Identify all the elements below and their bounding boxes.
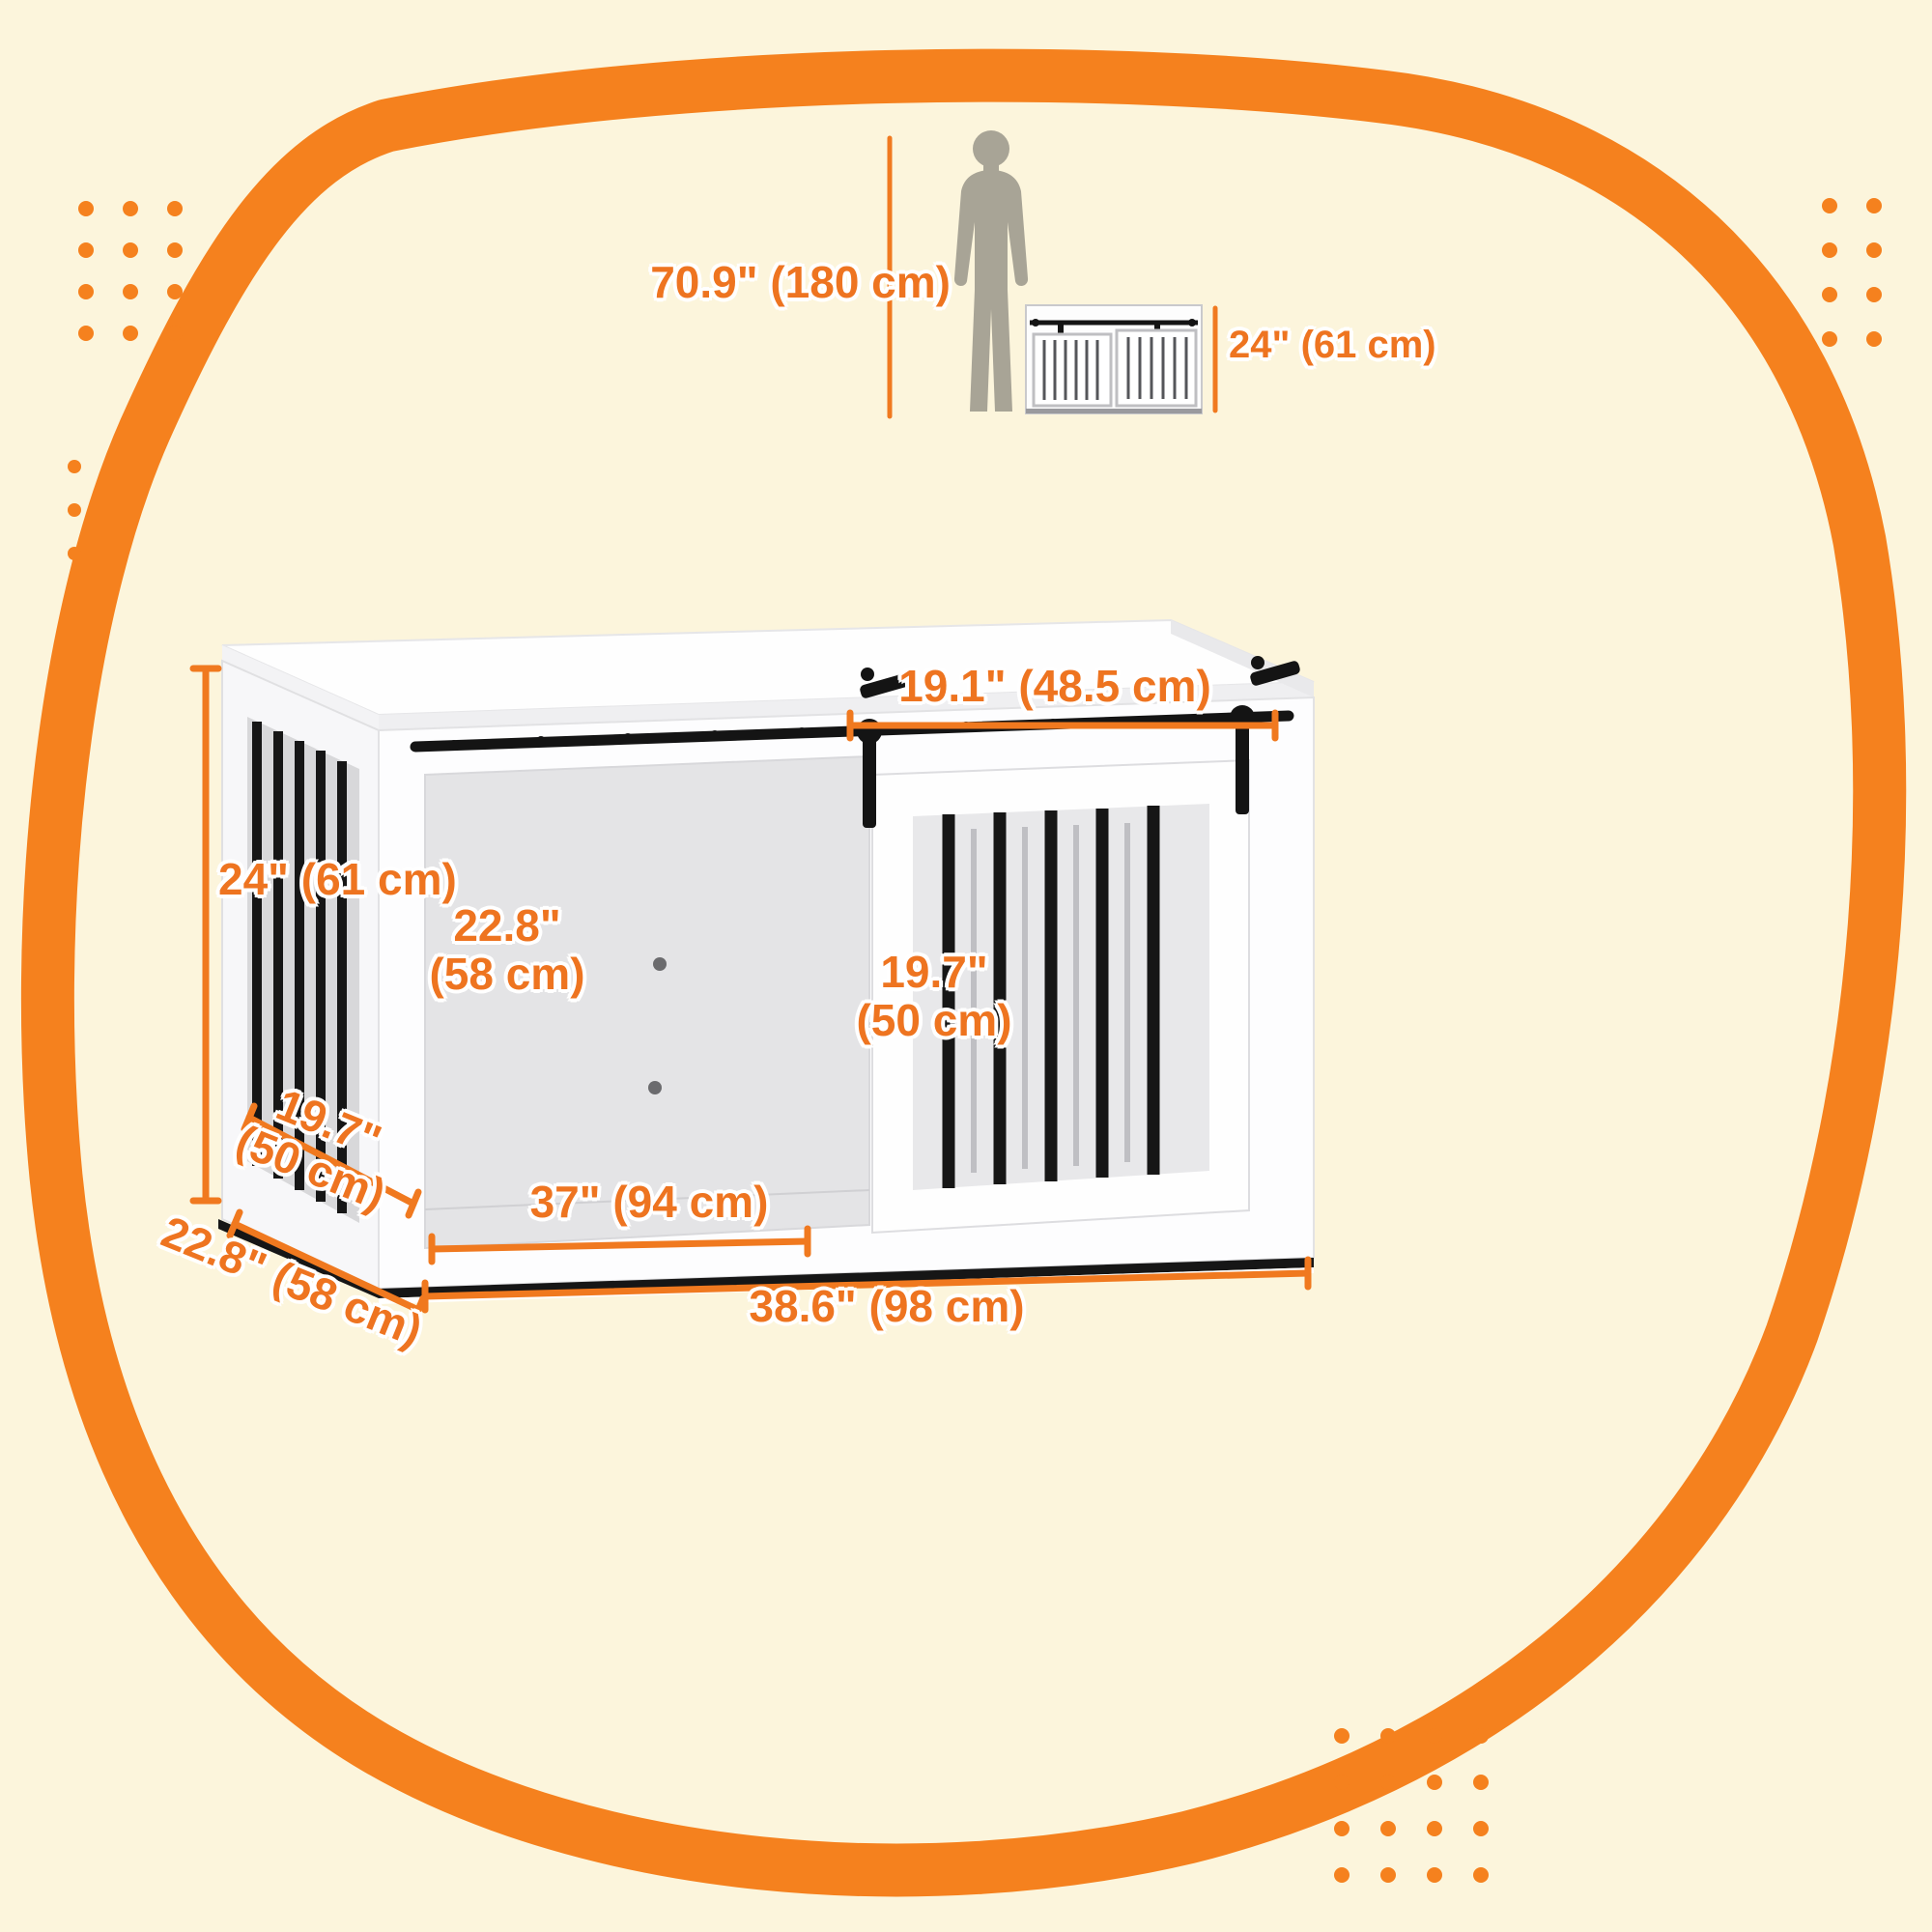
overall-depth-line — [226, 1208, 427, 1325]
interior-width-label: 37" (94 cm) — [529, 1177, 769, 1227]
sliding-door — [871, 758, 1250, 1235]
crate-thumbnail-icon — [1025, 304, 1203, 414]
door-height-label: 19.7" (50 cm) — [833, 947, 1036, 1045]
interior-height-cm: (58 cm) — [429, 948, 585, 999]
door-height-cm: (50 cm) — [856, 994, 1012, 1045]
door-bars — [942, 806, 1160, 1188]
rail-brackets — [860, 656, 1300, 698]
overall-width-label: 38.6" (98 cm) — [749, 1281, 1025, 1331]
left-side-bars — [252, 722, 347, 1213]
door-back-bars — [971, 823, 1130, 1173]
overall-height-line — [189, 665, 222, 1205]
left-base-strip — [218, 1219, 379, 1298]
person-silhouette-icon — [953, 130, 1029, 412]
door-width-label: 19.1" (48.5 cm) — [898, 661, 1211, 711]
person-height-label: 70.9" (180 cm) — [650, 257, 951, 307]
back-wall-hole — [648, 1081, 662, 1094]
dog-crate-illustration — [218, 618, 1315, 1304]
thumbnail-height-label: 24" (61 cm) — [1229, 324, 1436, 366]
interior-height-label: 22.8" (58 cm) — [406, 900, 609, 999]
dot-grid-top-right — [1822, 198, 1882, 347]
interior-width-line — [428, 1225, 811, 1265]
interior-back-wall — [424, 754, 870, 1250]
overall-height-label: 24" (61 cm) — [218, 854, 457, 904]
door-height-inches: 19.7" — [880, 947, 988, 997]
orange-blob-outline — [20, 48, 1907, 1897]
dot-grid-top-left — [78, 201, 183, 341]
interior-height-inches: 22.8" — [453, 900, 561, 951]
door-width-line — [846, 709, 1279, 742]
crate-top-panel — [221, 618, 1315, 730]
dimension-lines — [189, 135, 1312, 1325]
dot-grid-bottom-right — [1334, 1728, 1489, 1883]
dot-column-left — [68, 460, 81, 560]
interior-depth-line — [241, 1102, 422, 1219]
back-wall-hole — [653, 957, 667, 971]
crate-left-side-panel — [218, 659, 380, 1298]
